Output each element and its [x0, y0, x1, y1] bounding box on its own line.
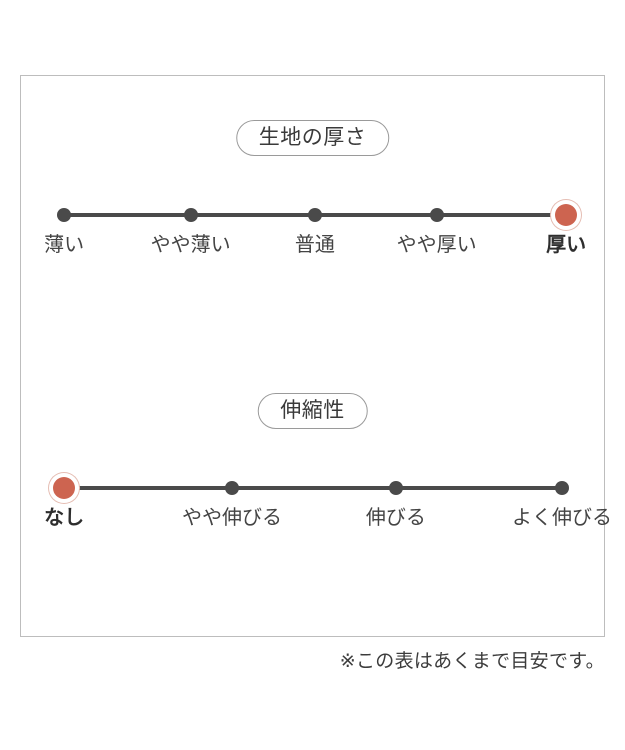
- footnote-disclaimer: ※この表はあくまで目安です。: [339, 651, 605, 672]
- thickness-label-2: やや薄い: [150, 234, 231, 256]
- spec-card: 生地の厚さ 薄い やや薄い 普通 やや厚い 厚い 伸縮性 なし: [20, 75, 612, 637]
- stretch-label-1: なし: [44, 507, 85, 529]
- stretch-dot-3[interactable]: [388, 481, 403, 495]
- stretch-label-3: 伸びる: [365, 507, 426, 529]
- stretch-track-line: [64, 486, 563, 490]
- thickness-label-1: 薄い: [44, 234, 85, 256]
- stretch-dot-2[interactable]: [225, 481, 240, 495]
- thickness-dot-5-active[interactable]: [555, 204, 578, 226]
- thickness-dot-2[interactable]: [183, 208, 198, 222]
- thickness-labels: 薄い やや薄い 普通 やや厚い 厚い: [21, 232, 604, 266]
- thickness-label-4: やや厚い: [396, 234, 477, 256]
- scale-title-pill-stretch: 伸縮性: [257, 393, 368, 429]
- thickness-label-3: 普通: [294, 234, 335, 256]
- stretch-dot-1-active[interactable]: [53, 477, 76, 499]
- stretch-track-area: [21, 471, 604, 505]
- stretch-label-4: よく伸びる: [512, 507, 613, 529]
- thickness-dot-3[interactable]: [307, 208, 322, 222]
- stretch-dot-4[interactable]: [555, 481, 570, 495]
- stretch-label-2: やや伸びる: [182, 507, 283, 529]
- scale-title-pill-thickness: 生地の厚さ: [235, 120, 390, 156]
- thickness-dot-1[interactable]: [57, 208, 72, 222]
- thickness-track-area: [21, 198, 604, 232]
- thickness-label-5: 厚い: [546, 234, 587, 256]
- thickness-dot-4[interactable]: [429, 208, 444, 222]
- stretch-labels: なし やや伸びる 伸びる よく伸びる: [21, 505, 612, 539]
